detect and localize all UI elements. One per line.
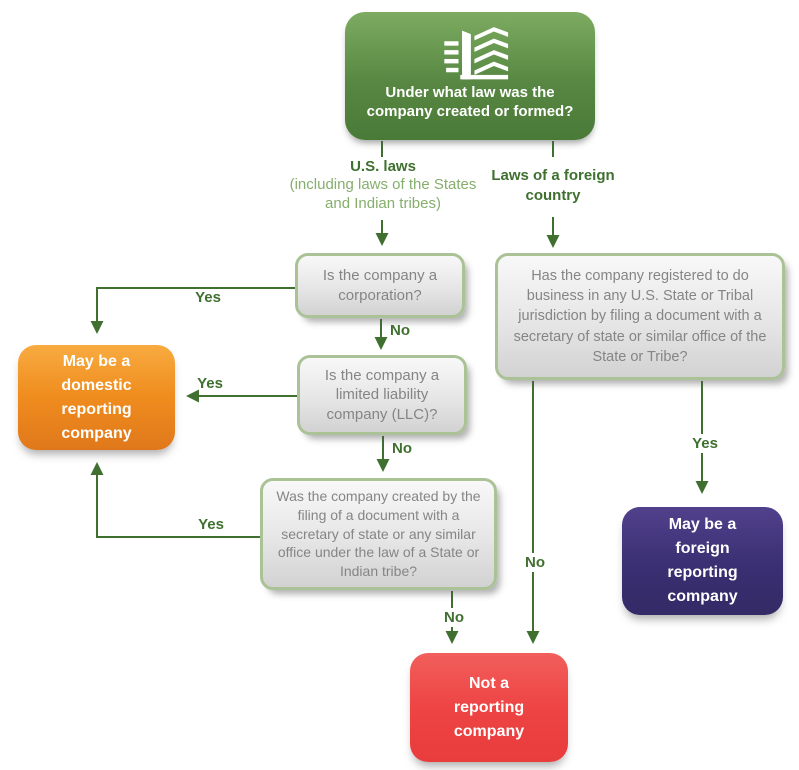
edge-label-registered-no: No: [515, 553, 555, 572]
question-filing-document: Was the company created by the filing of…: [260, 478, 497, 590]
root-question-text: Under what law was the company created o…: [366, 84, 574, 120]
question-llc: Is the company a limited liability compa…: [297, 355, 467, 435]
branch-label-foreign-laws: Laws of a foreign country: [491, 167, 615, 204]
edge-label-corporation-yes: Yes: [195, 289, 221, 306]
root-question-node: Under what law was the company created o…: [345, 12, 595, 140]
branch-us-subtitle: (including laws of the States and Indian…: [289, 176, 477, 212]
question-corporation: Is the company a corporation?: [295, 253, 465, 318]
building-icon: [444, 27, 509, 80]
edge-label-llc-no: No: [392, 440, 412, 457]
edge-label-filing-yes: Yes: [198, 516, 224, 533]
edge-label-registered-yes: Yes: [681, 434, 729, 453]
question-registered-us: Has the company registered to do busines…: [495, 253, 785, 380]
edge-label-corporation-no: No: [390, 322, 410, 339]
edge-label-llc-yes: Yes: [197, 375, 223, 392]
edge-label-filing-no: No: [434, 608, 474, 627]
outcome-foreign-reporting-company: May be a foreign reporting company: [622, 507, 783, 615]
outcome-not-reporting-company: Not a reporting company: [410, 653, 568, 762]
branch-label-us-laws: U.S. laws (including laws of the States …: [278, 158, 488, 213]
branch-us-title: U.S. laws: [350, 158, 416, 175]
outcome-domestic-reporting-company: May be a domestic reporting company: [18, 345, 175, 450]
